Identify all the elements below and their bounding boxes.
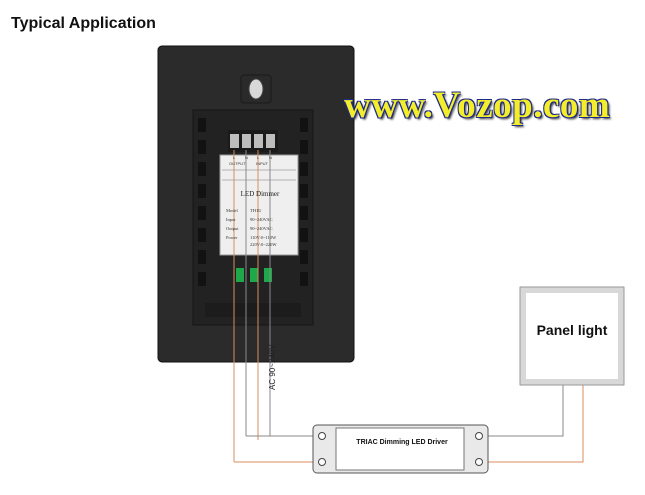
wire-panel-orange <box>486 385 584 463</box>
right-ribs <box>300 118 308 286</box>
watermark-text: www.Vozop.com <box>344 85 611 126</box>
plate-title: LED Dimmer <box>240 190 280 198</box>
driver-screw <box>318 432 326 440</box>
spec-value: 90~240VAC <box>250 226 273 231</box>
terminal-label-output: OUTPUT <box>229 161 246 166</box>
indicator-led <box>236 268 244 282</box>
wire-panel-gray <box>486 385 564 437</box>
left-ribs <box>198 118 206 286</box>
page-title: Typical Application <box>11 15 156 32</box>
driver-screw <box>475 458 483 466</box>
driver-label: TRIAC Dimming LED Driver <box>356 439 448 446</box>
mounting-hole <box>248 78 264 100</box>
terminal-screw <box>254 134 263 148</box>
spec-value: TH1U <box>250 208 262 213</box>
terminal-block <box>228 130 278 152</box>
indicator-led <box>264 268 272 282</box>
spec-value: 90~240VAC <box>250 217 273 222</box>
terminal-label-input: INPUT <box>256 161 268 166</box>
terminal-letter: L <box>233 155 236 160</box>
panel-surface <box>526 293 618 379</box>
terminal-letter: N <box>269 155 272 160</box>
spec-key: Input <box>226 217 236 222</box>
terminal-screw <box>242 134 251 148</box>
label-plate <box>219 154 299 256</box>
terminal-screw <box>266 134 275 148</box>
spec-value: 110V:0~110W <box>250 235 277 240</box>
panel-light-label: Panel light <box>536 322 608 338</box>
led-driver <box>312 424 489 474</box>
panel-light <box>519 286 625 386</box>
wires <box>233 150 584 463</box>
driver-label-box <box>335 427 465 471</box>
ac-input-label: AC 90~240V <box>268 344 277 390</box>
terminal-screw <box>230 134 239 148</box>
switch-bottom-slot <box>205 303 301 317</box>
indicator-led <box>250 268 258 282</box>
spec-value: 220V:0~220W <box>250 242 277 247</box>
dimmer-switch <box>157 45 355 363</box>
spec-key: Model <box>226 208 238 213</box>
terminal-letter: N <box>245 155 248 160</box>
spec-key: Output <box>226 226 239 231</box>
driver-screw <box>318 458 326 466</box>
driver-screw <box>475 432 483 440</box>
terminal-letter: L <box>257 155 260 160</box>
spec-key: Power <box>226 235 238 240</box>
